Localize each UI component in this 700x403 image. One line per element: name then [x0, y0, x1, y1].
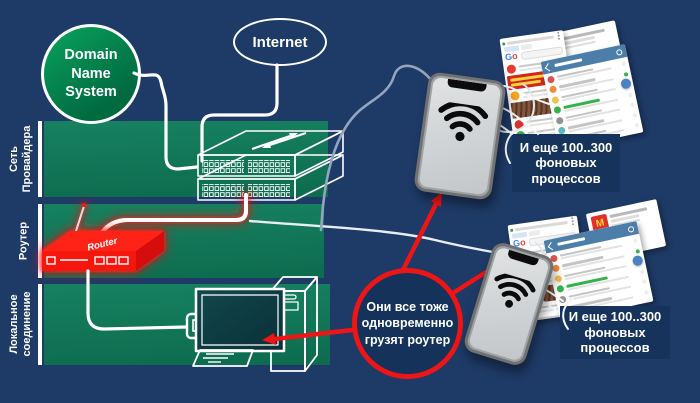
dns-label-line: Domain: [64, 47, 118, 64]
phone-screen: [467, 246, 551, 362]
menu-dots-icon: [571, 220, 574, 223]
smartphone: [413, 71, 507, 201]
internet-node: Internet: [233, 18, 327, 66]
https-lock-icon: [501, 41, 506, 46]
internet-label: Internet: [252, 33, 308, 51]
dns-label-line: Name: [71, 65, 111, 82]
phone-notch: [506, 249, 540, 267]
search-icon: [627, 225, 635, 233]
band-router: [38, 204, 324, 278]
menu-dots-icon: [557, 34, 560, 37]
back-arrow-icon: [547, 241, 556, 250]
phone-screen: [418, 76, 502, 196]
search-icon: [615, 48, 623, 56]
google-logo: Go: [504, 50, 519, 63]
wifi-icon: [438, 100, 489, 142]
https-lock-icon: [509, 228, 514, 232]
band-router-label: Роутер: [17, 221, 30, 261]
back-arrow-icon: [544, 62, 553, 71]
dns-node: Domain Name System: [41, 24, 141, 124]
band-provider-network: [38, 121, 328, 197]
wifi-icon: [494, 272, 536, 308]
smartphone: [461, 240, 557, 368]
dns-label-line: System: [65, 84, 117, 101]
phone-notch: [447, 78, 488, 93]
band-local-connection: [38, 284, 330, 365]
